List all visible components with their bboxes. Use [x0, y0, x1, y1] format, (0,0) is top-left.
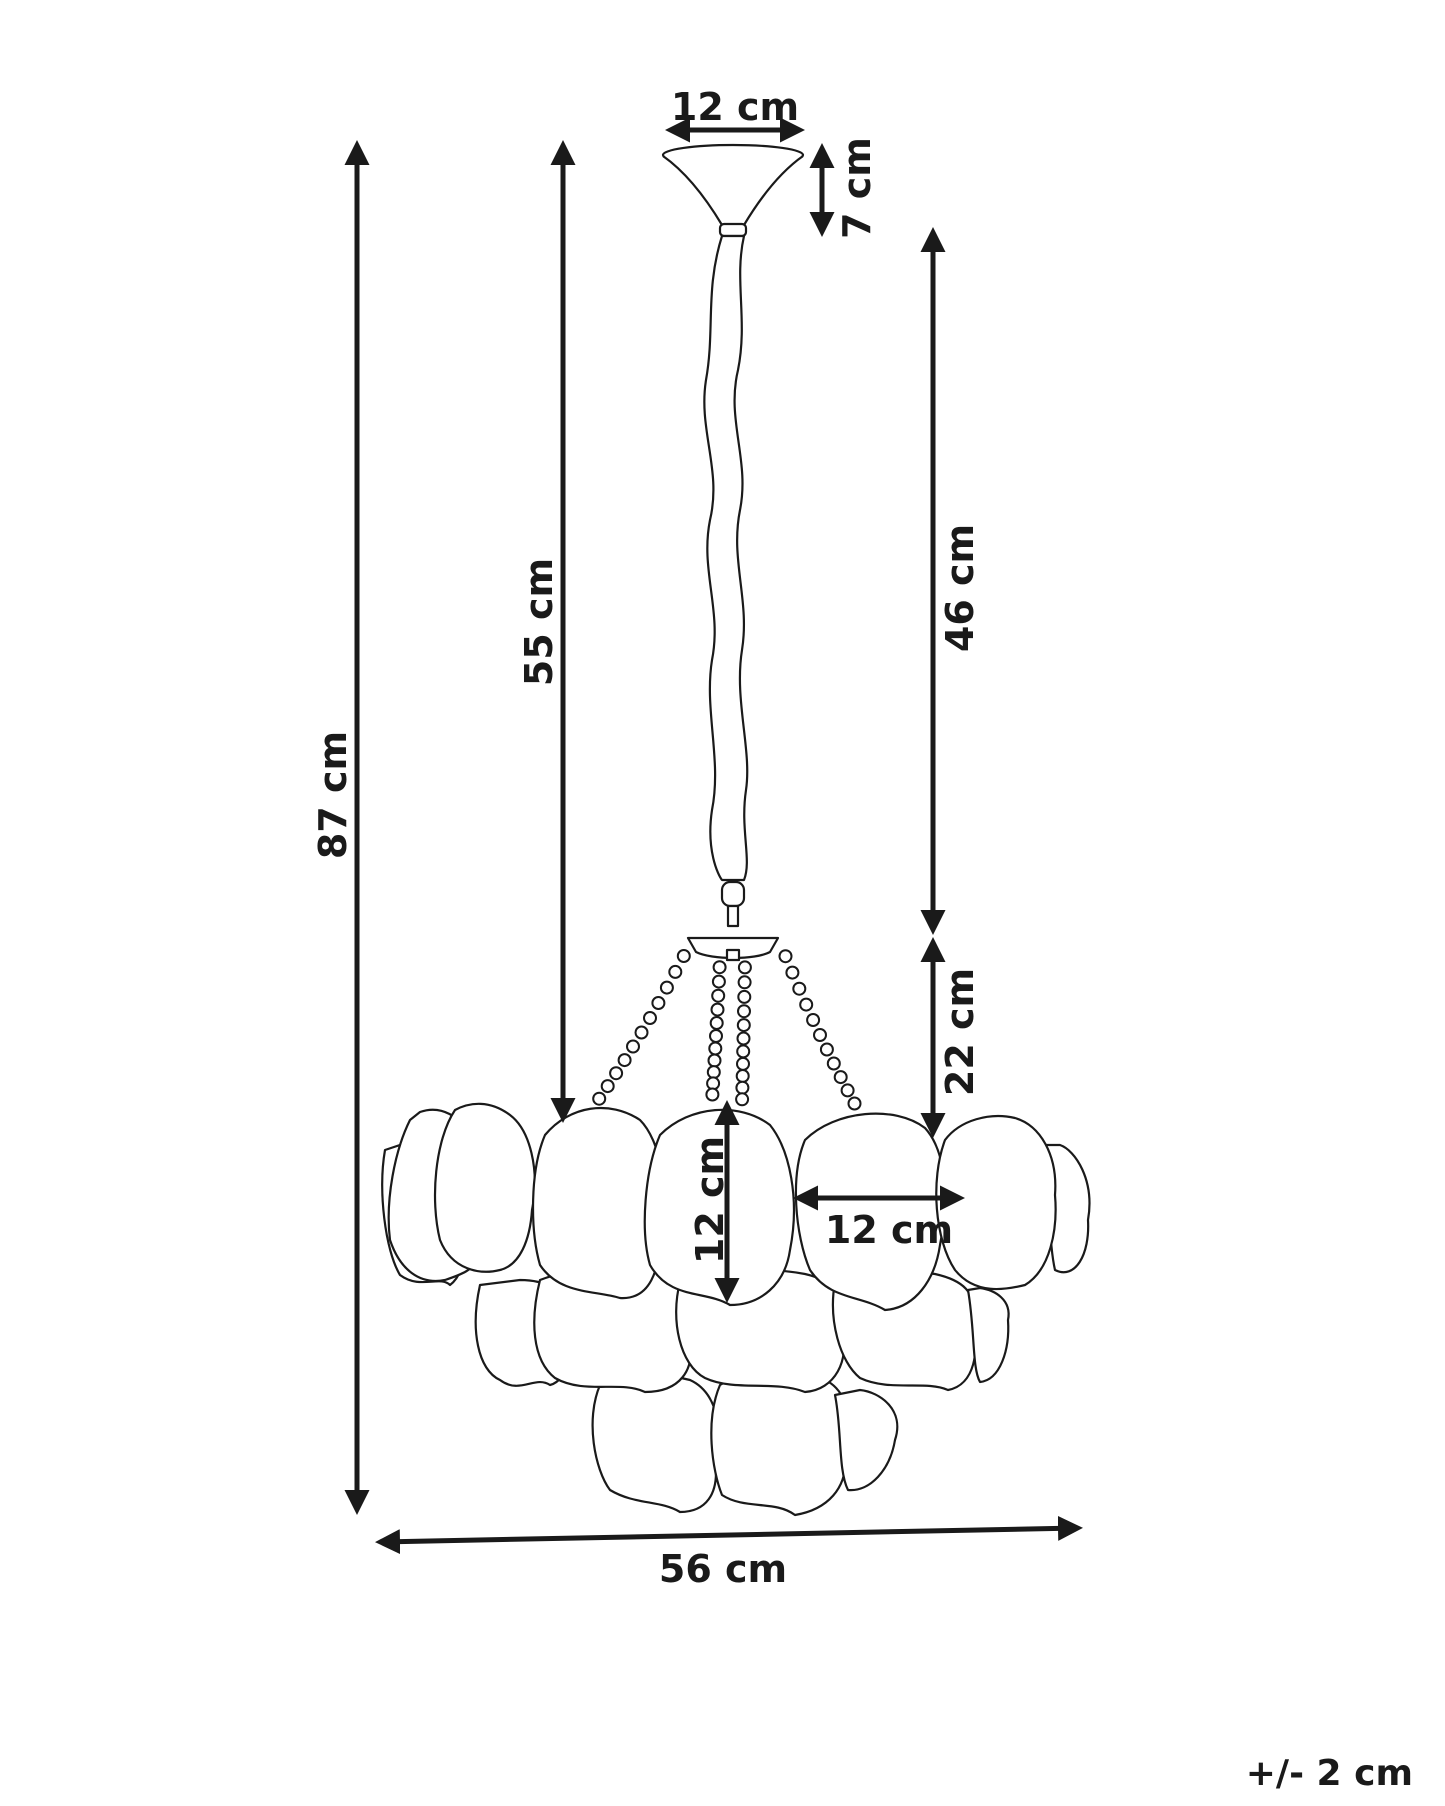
bead [651, 996, 666, 1010]
chain-length-label: 46 cm [938, 524, 982, 652]
bead [847, 1096, 862, 1111]
bead [709, 1016, 724, 1030]
bead [792, 981, 807, 996]
bead [609, 1066, 624, 1081]
total-height-label: 87 cm [311, 731, 355, 859]
total-width-label: 56 cm [659, 1547, 787, 1591]
canopy-width-label: 12 cm [671, 85, 799, 129]
bead [600, 1079, 615, 1094]
bead [668, 964, 683, 979]
bead [806, 1013, 821, 1027]
bead [707, 1053, 722, 1068]
bead [592, 1091, 607, 1106]
dimension-labels: 12 cm 7 cm 87 cm 55 cm 46 cm 22 cm 12 cm… [311, 85, 1413, 1794]
bead [736, 1018, 751, 1033]
body-height-label: 22 cm [938, 968, 982, 1096]
bead [676, 949, 691, 963]
suspension-chain [703, 234, 749, 928]
bead [840, 1083, 855, 1098]
tolerance-note: +/- 2 cm [1246, 1753, 1413, 1794]
bead [813, 1028, 827, 1042]
disc-height-label: 12 cm [688, 1136, 732, 1264]
bead [799, 997, 814, 1012]
bead [737, 1004, 751, 1019]
bead [736, 1031, 751, 1046]
shell-tier-top-front [387, 1102, 1057, 1312]
bead [778, 949, 793, 964]
bead [626, 1039, 640, 1054]
bead [826, 1056, 841, 1071]
bead [737, 975, 752, 990]
bead [708, 1041, 723, 1056]
bead [643, 1011, 657, 1025]
bead [705, 1087, 720, 1102]
bead [712, 960, 727, 975]
bead [706, 1065, 721, 1080]
disc-width-label: 12 cm [825, 1208, 953, 1252]
bead [785, 965, 800, 980]
bead [833, 1070, 848, 1085]
total-width-arrow [375, 1515, 1083, 1555]
bead [659, 980, 674, 995]
bead [819, 1042, 834, 1057]
dimension-lines [344, 117, 1083, 1555]
bead [736, 1044, 751, 1059]
bead [737, 989, 752, 1004]
bead [617, 1053, 632, 1068]
bead [711, 988, 726, 1003]
bead [736, 1056, 750, 1071]
bead [735, 1092, 750, 1107]
drop-height-label: 55 cm [517, 558, 561, 686]
body-hub [686, 936, 780, 962]
shell-tier-bottom [591, 1372, 899, 1517]
bead [735, 1080, 750, 1095]
ceiling-canopy [661, 143, 805, 238]
bead [709, 1029, 723, 1043]
bead [711, 974, 726, 989]
bead [634, 1025, 649, 1040]
bead [710, 1002, 725, 1017]
bead-strands [592, 949, 862, 1111]
bead [737, 960, 752, 975]
bead [735, 1069, 750, 1083]
canopy-height-label: 7 cm [835, 137, 879, 239]
chandelier-illustration [381, 143, 1091, 1517]
